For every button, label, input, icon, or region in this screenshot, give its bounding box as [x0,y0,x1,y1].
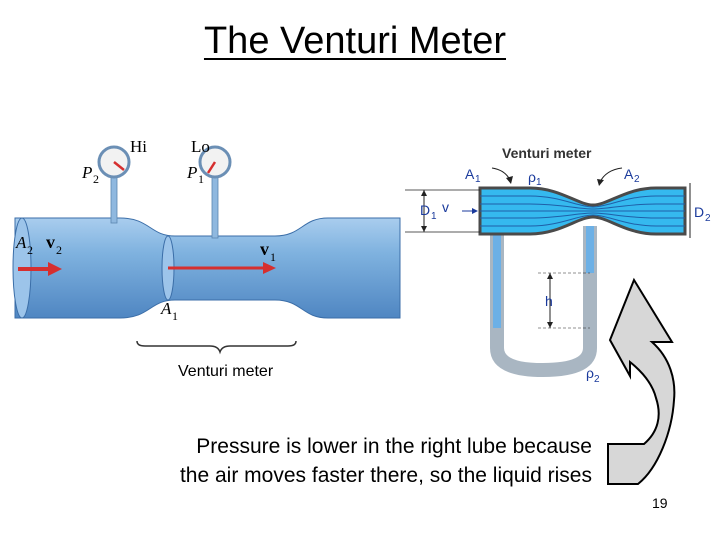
streamlines [480,195,685,227]
manometer-tube [490,226,597,378]
p2-subscript: 2 [93,172,99,186]
gauge-lo-icon [198,145,232,179]
gauge-hi-icon [97,145,131,179]
bracket-label: Venturi meter [178,363,274,380]
a1-label: A [465,166,475,182]
v2-label: v [46,232,55,252]
height-label: h [545,293,553,309]
v2-subscript: 2 [56,243,62,257]
caption-line-2: the air moves faster there, so the liqui… [179,464,592,487]
p2-label: P [81,163,92,182]
rho1-subscript: 1 [536,177,542,188]
v1-label: v [260,239,269,259]
venturi-pipe-diagram: Hi Lo P 2 P 1 A 2 v 2 v 1 A 1 Venturi me… [12,137,401,380]
v1-subscript: 1 [270,250,276,264]
velocity-arrow-v2-icon [18,262,62,276]
curved-up-arrow-icon [607,277,676,485]
gauge-lo-label: Lo [191,137,210,156]
velocity-label: v [442,199,449,215]
d1-label: D [420,202,430,218]
flow-arrow-out-icon [597,167,623,186]
rho2-subscript: 2 [594,374,600,385]
venturi-bracket [136,340,297,355]
right-figure-heading: Venturi meter [502,145,592,161]
caption: Pressure is lower in the right lube beca… [100,432,592,490]
p1-label: P [186,163,197,182]
page-number: 19 [652,495,668,511]
a2-label: A [624,166,634,182]
rho2-label: ρ [586,365,594,381]
a2-label: A [15,233,27,252]
venturi-manometer-diagram: Venturi meter A 1 ρ 1 A 2 D 1 v D 2 h ρ [405,145,711,385]
a1-label: A [160,299,172,318]
a1-subscript: 1 [172,309,178,323]
a1-subscript: 1 [475,174,481,185]
rho1-label: ρ [528,169,536,185]
d1-subscript: 1 [431,211,437,222]
a2-subscript: 2 [27,243,33,257]
caption-line-1: Pressure is lower in the right lube beca… [196,435,592,458]
velocity-arrow-v1-icon [168,262,276,274]
d2-label: D [694,204,704,220]
gauge-hi-label: Hi [130,137,147,156]
slide-title: The Venturi Meter [203,20,507,62]
flow-arrow-in-icon [491,167,513,184]
a2-subscript: 2 [634,174,640,185]
p1-subscript: 1 [198,172,204,186]
d2-subscript: 2 [705,213,711,224]
